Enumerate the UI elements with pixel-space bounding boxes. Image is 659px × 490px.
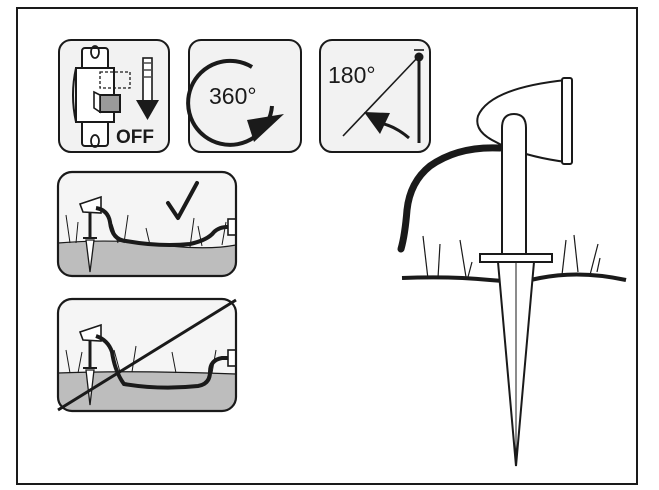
lamp-lens [561, 77, 573, 165]
power-cable [397, 144, 504, 253]
check-mark-icon [166, 181, 199, 220]
tilt-180-panel: 180° [319, 39, 431, 153]
rotate-360-label: 360° [209, 83, 257, 109]
power-off-panel: OFF [58, 39, 170, 153]
lamp-stem [501, 112, 527, 255]
off-label: OFF [116, 127, 154, 148]
grass [422, 234, 601, 280]
spotlight-illustration [397, 77, 627, 467]
rotate-circle-arrow-icon [186, 58, 284, 147]
tilt-angle-arrow-icon [342, 49, 424, 143]
switch-off-arrow-icon [72, 45, 159, 148]
diagram-frame [16, 7, 638, 485]
incorrect-installation-panel [56, 297, 238, 413]
cross-out-line-icon [57, 298, 237, 412]
correct-installation-panel [56, 170, 238, 278]
tilt-180-label: 180° [328, 62, 376, 88]
rotate-360-panel: 360° [186, 39, 302, 153]
lamp-collar [479, 253, 553, 263]
